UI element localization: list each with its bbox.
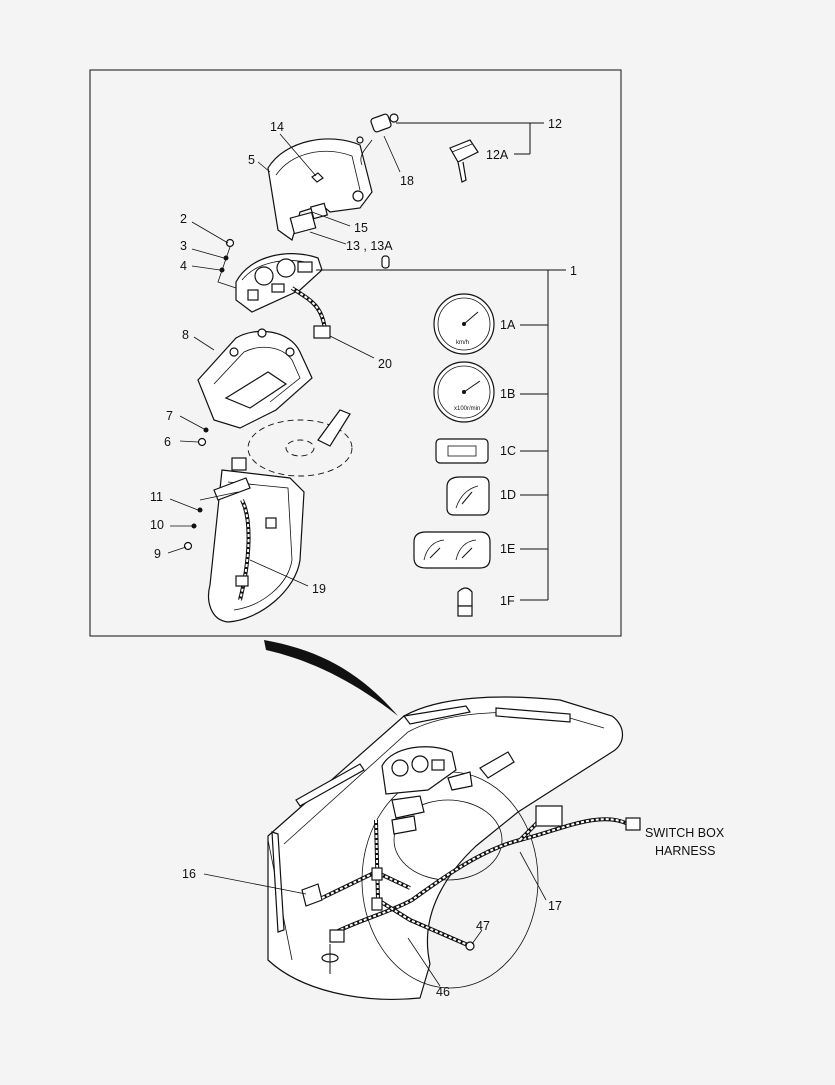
gauge-1b-tachometer: x100r/min [433, 361, 495, 423]
callout-10: 10 [150, 518, 164, 532]
ignition-key [449, 139, 479, 183]
screw-washers-lower [183, 507, 203, 551]
callout-47: 47 [476, 919, 490, 933]
callout-bracket-12 [396, 122, 544, 155]
callout-1: 1 [570, 264, 577, 278]
callout-13: 13 , 13A [346, 239, 393, 253]
zoom-pointer [264, 640, 398, 716]
bulb-1f [457, 587, 473, 617]
callout-17: 17 [548, 899, 562, 913]
callout-8: 8 [182, 328, 189, 342]
leader-lines-lower [203, 851, 547, 987]
callout-19: 19 [312, 582, 326, 596]
instrument-cluster [235, 253, 323, 313]
dashboard-assembly [267, 696, 624, 1000]
callout-11: 11 [150, 490, 163, 504]
screw-washers-upper [217, 238, 237, 289]
key-switch [356, 113, 399, 166]
callout-2: 2 [180, 212, 187, 226]
gauge-1d-fuel [446, 476, 490, 516]
callout-46: 46 [436, 985, 450, 999]
callout-4: 4 [180, 259, 187, 273]
callout-20: 20 [378, 357, 392, 371]
combination-switch [199, 409, 351, 501]
callout-3: 3 [180, 239, 187, 253]
main-harness [321, 805, 641, 974]
gauge-1e-temp-oil [413, 531, 491, 569]
callout-16: 16 [182, 867, 196, 881]
gauge-1a-speedometer: km/h [433, 293, 495, 355]
callout-6: 6 [164, 435, 171, 449]
gauge-1c-hourmeter [435, 438, 489, 464]
callout-9: 9 [154, 547, 161, 561]
callout-12a: 12A [486, 148, 509, 162]
callout-1c: 1C [500, 444, 516, 458]
screw-washers-mid [197, 427, 209, 447]
speed-unit: km/h [456, 340, 469, 346]
callout-5: 5 [248, 153, 255, 167]
callout-bracket-1 [316, 269, 566, 601]
switch-box-label-line2: HARNESS [655, 844, 715, 858]
callout-1f: 1F [500, 594, 515, 608]
detail-frame [89, 69, 622, 637]
rpm-unit: x100r/min [454, 406, 480, 412]
instrument-cover-hood [267, 138, 373, 241]
callout-12: 12 [548, 117, 562, 131]
callout-1d: 1D [500, 488, 516, 502]
callout-7: 7 [166, 409, 173, 423]
callout-1a: 1A [500, 318, 516, 332]
callout-14: 14 [270, 120, 284, 134]
callout-1b: 1B [500, 387, 515, 401]
callout-1e: 1E [500, 542, 515, 556]
cluster-harness [290, 286, 331, 339]
leader-lines-upper [167, 133, 401, 587]
lower-housing [197, 328, 313, 429]
steering-column-outline [207, 419, 353, 623]
bulb-small [381, 255, 390, 269]
callout-15: 15 [354, 221, 368, 235]
switch-box-label-line1: SWITCH BOX [645, 826, 725, 840]
callout-18: 18 [400, 174, 414, 188]
